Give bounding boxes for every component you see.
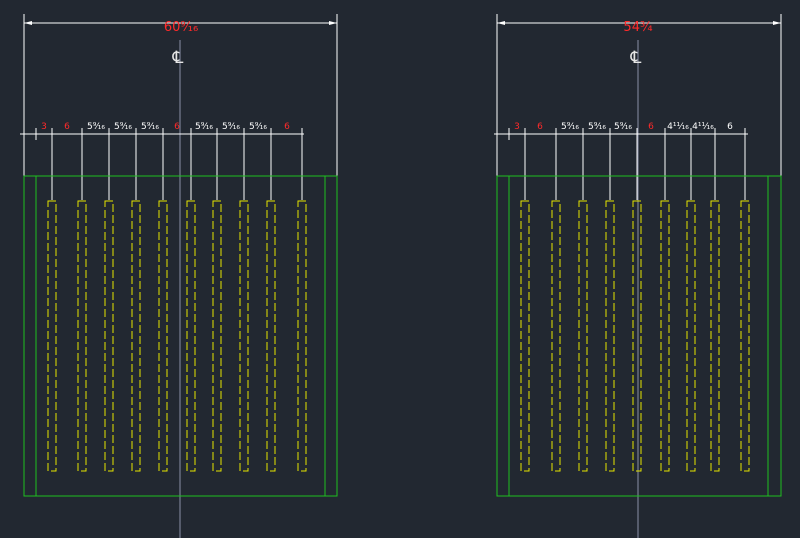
bar: [520, 200, 530, 472]
arrowhead: [24, 21, 32, 25]
dimension-label: 6: [537, 122, 543, 132]
dimension-label: 5⁹⁄₁₆: [614, 122, 632, 132]
arrowhead: [497, 21, 505, 25]
panel-outline: [496, 175, 782, 497]
overall-width-label: 54¾: [623, 20, 653, 35]
bar: [212, 200, 222, 472]
bar: [297, 200, 307, 472]
dimension-label: 5⁹⁄₁₆: [87, 122, 105, 132]
dimension-label: 3: [514, 122, 520, 132]
panel-outline: [23, 175, 338, 497]
bar: [239, 200, 249, 472]
dimension-label: 6: [284, 122, 290, 132]
bar-group: [47, 200, 307, 472]
bar: [131, 200, 141, 472]
dimension-label: 5⁹⁄₁₆: [249, 122, 267, 132]
bar: [158, 200, 168, 472]
bar: [77, 200, 87, 472]
bar-witness-lines: [51, 134, 303, 200]
bar: [186, 200, 196, 472]
dimension-label: 6: [648, 122, 654, 132]
bar: [551, 200, 561, 472]
dimension-label: 3: [41, 122, 47, 132]
bar: [660, 200, 670, 472]
dimension-label: 4¹¹⁄₁₆: [692, 122, 714, 132]
dimension-label: 6: [174, 122, 180, 132]
dimension-label: 5⁹⁄₁₆: [141, 122, 159, 132]
centerline-symbol-icon: ℄: [630, 48, 642, 68]
bar: [605, 200, 615, 472]
centerline-symbol-icon: ℄: [172, 48, 184, 68]
drawing-left: ℄ 60⁹⁄₁₆ 3 6 5⁹⁄₁₆ 5⁹⁄₁₆ 5⁹⁄₁₆ 6 5⁹⁄₁₆: [20, 14, 338, 538]
bar: [266, 200, 276, 472]
bar: [104, 200, 114, 472]
bar: [710, 200, 720, 472]
bar-group: [520, 200, 750, 472]
dimension-label: 6: [64, 122, 70, 132]
arrowhead: [329, 21, 337, 25]
dimension-label: 5⁹⁄₁₆: [561, 122, 579, 132]
bar: [47, 200, 57, 472]
overall-width-label: 60⁹⁄₁₆: [164, 20, 198, 35]
bar-witness-lines: [524, 134, 746, 200]
bar: [740, 200, 750, 472]
arrowhead: [773, 21, 781, 25]
dimension-label: 5⁹⁄₁₆: [222, 122, 240, 132]
dimension-label: 5⁹⁄₁₆: [588, 122, 606, 132]
bar: [578, 200, 588, 472]
dimension-label: 5⁹⁄₁₆: [114, 122, 132, 132]
bar: [632, 200, 642, 472]
drawing-right: ℄ 54¾ 3 6 5⁹⁄₁₆ 5⁹⁄₁₆ 5⁹⁄₁₆ 6 4¹¹⁄₁₆ 4¹¹…: [494, 14, 782, 538]
dimension-label: 4¹¹⁄₁₆: [667, 122, 689, 132]
bar: [686, 200, 696, 472]
dimension-label: 5⁹⁄₁₆: [195, 122, 213, 132]
dimension-label: 6: [727, 122, 733, 132]
